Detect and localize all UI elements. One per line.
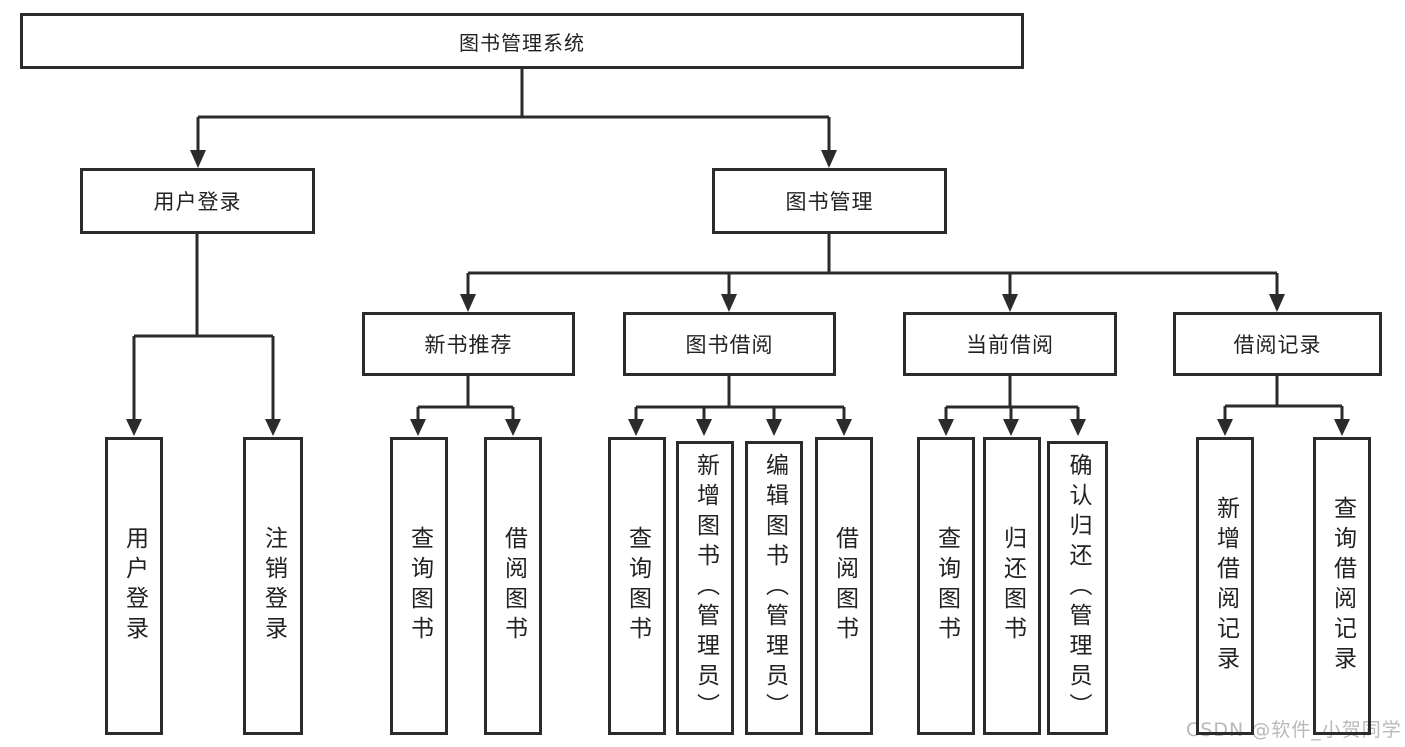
csdn-watermark: CSDN @软件_小贺同学 bbox=[1186, 719, 1402, 741]
node-borrow-records: 借阅记录 bbox=[1173, 312, 1382, 376]
leaf-query-books-3: 查询图书 bbox=[917, 437, 975, 735]
node-new-book-recommend: 新书推荐 bbox=[362, 312, 575, 376]
node-book-management: 图书管理 bbox=[712, 168, 947, 234]
leaf-user-login: 用户登录 bbox=[105, 437, 163, 735]
node-current-borrow: 当前借阅 bbox=[903, 312, 1117, 376]
leaf-edit-books-admin: 编辑图书（管理员） bbox=[745, 441, 803, 735]
leaf-return-books: 归还图书 bbox=[983, 437, 1041, 735]
leaf-borrow-books-1: 借阅图书 bbox=[484, 437, 542, 735]
node-book-borrow: 图书借阅 bbox=[623, 312, 836, 376]
node-user-login: 用户登录 bbox=[80, 168, 315, 234]
leaf-logout: 注销登录 bbox=[243, 437, 303, 735]
node-root-system: 图书管理系统 bbox=[20, 13, 1024, 69]
leaf-add-books-admin: 新增图书（管理员） bbox=[676, 441, 734, 735]
leaf-query-borrow-record: 查询借阅记录 bbox=[1313, 437, 1371, 735]
leaf-borrow-books-2: 借阅图书 bbox=[815, 437, 873, 735]
leaf-confirm-return-admin: 确认归还（管理员） bbox=[1047, 441, 1108, 735]
leaf-query-books-1: 查询图书 bbox=[390, 437, 448, 735]
leaf-query-books-2: 查询图书 bbox=[608, 437, 666, 735]
leaf-add-borrow-record: 新增借阅记录 bbox=[1196, 437, 1254, 735]
